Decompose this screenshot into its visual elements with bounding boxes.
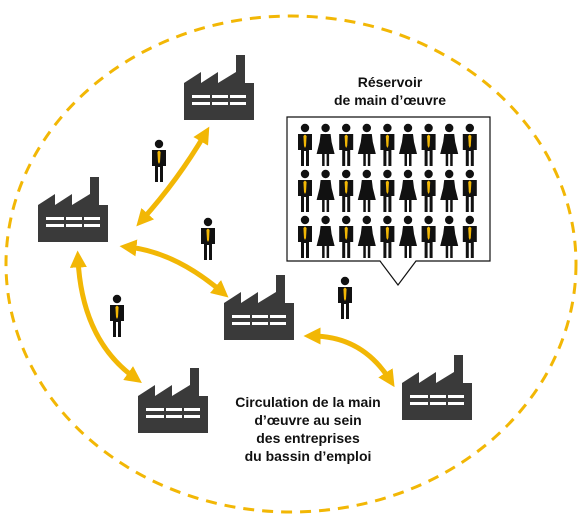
double-arrow [69, 250, 142, 383]
double-arrow [136, 126, 210, 227]
factory-icon [138, 368, 208, 433]
worker-icon [338, 276, 352, 319]
circulation-label-line: des entreprises [256, 430, 360, 446]
circulation-label-line: d’œuvre au sein [254, 412, 362, 428]
reservoir-label-line: de main d’œuvre [333, 92, 447, 108]
circulation-label-line: du bassin d’emploi [244, 448, 372, 464]
worker-icon [152, 139, 166, 182]
factory-icon [38, 177, 108, 242]
factory-icon [402, 355, 472, 420]
double-arrow [119, 239, 229, 298]
worker-icon [110, 294, 124, 337]
reservoir-crowd [298, 123, 477, 258]
labour-basin-boundary [4, 14, 578, 514]
circulation-label-line: Circulation de la main [235, 394, 381, 410]
factory-icon [184, 55, 254, 120]
reservoir-label-line: Réservoir [357, 74, 423, 90]
circulation-label: Circulation de la main d’œuvre au sein d… [222, 393, 394, 465]
reservoir-label: Réservoir de main d’œuvre [320, 73, 460, 109]
double-arrow [303, 327, 395, 388]
arrows-group [69, 126, 395, 388]
factory-icon [224, 275, 294, 340]
worker-icon [201, 217, 215, 260]
